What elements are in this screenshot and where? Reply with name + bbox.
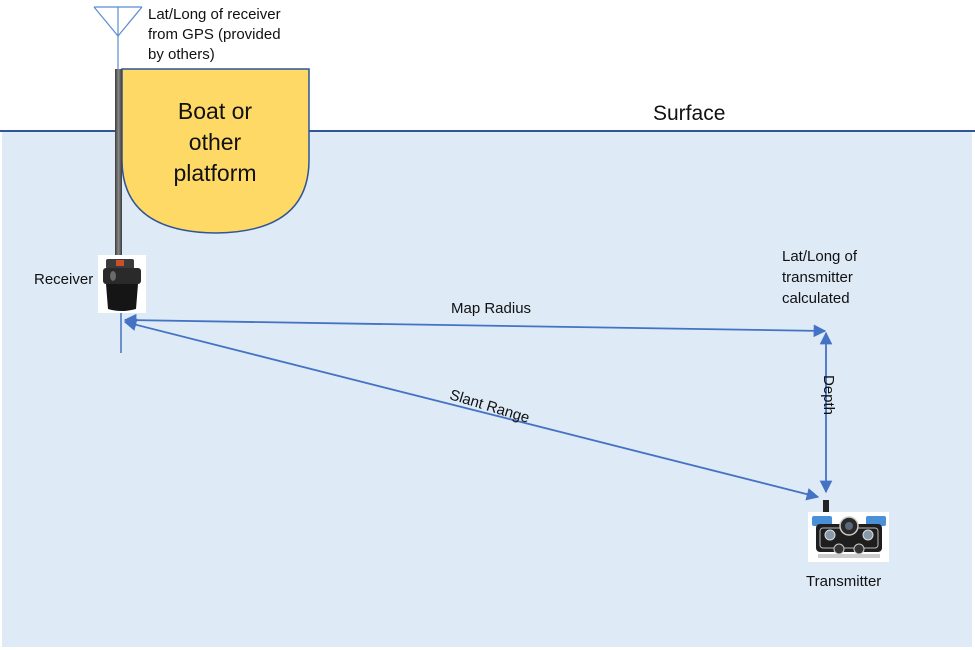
surface-label: Surface bbox=[653, 102, 726, 125]
map-radius-label: Map Radius bbox=[451, 300, 532, 317]
transmitter-label: Transmitter bbox=[806, 573, 882, 590]
antenna-icon bbox=[93, 6, 143, 69]
gps-latlong-label: Lat/Long of receiver from GPS (provided … bbox=[148, 6, 281, 63]
rov-transmitter-icon bbox=[808, 500, 889, 562]
boat-label: Boat or other platform bbox=[173, 98, 257, 186]
depth-label: Depth bbox=[820, 375, 837, 416]
receiver-label: Receiver bbox=[34, 271, 94, 288]
receiver-device-icon bbox=[98, 255, 146, 313]
transmitter-latlong-label: Lat/Long of transmitter calculated bbox=[782, 248, 858, 307]
boat-platform bbox=[121, 68, 310, 234]
slant-range-arrow bbox=[123, 318, 820, 501]
receiver-pole bbox=[115, 69, 122, 261]
